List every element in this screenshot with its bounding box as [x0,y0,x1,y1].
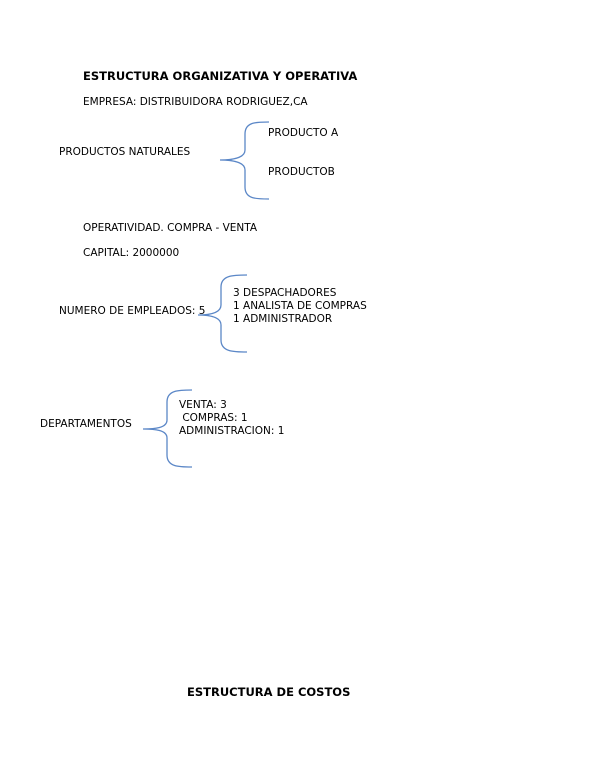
empleados-brace [197,274,248,353]
departamento-item-1: VENTA: 3 [179,399,227,411]
productos-brace [219,121,270,200]
productos-label: PRODUCTOS NATURALES [59,146,191,158]
document-title: ESTRUCTURA ORGANIZATIVA Y OPERATIVA [83,69,358,83]
operatividad-line: OPERATIVIDAD. COMPRA - VENTA [83,222,258,234]
producto-item-1: PRODUCTO A [268,127,339,139]
costos-title: ESTRUCTURA DE COSTOS [187,685,351,699]
empleado-item-3: 1 ADMINISTRADOR [233,313,333,325]
empleados-label: NUMERO DE EMPLEADOS: 5 [59,305,206,317]
departamentos-label: DEPARTAMENTOS [40,418,132,430]
empresa-line: EMPRESA: DISTRIBUIDORA RODRIGUEZ,CA [83,96,308,108]
producto-item-2: PRODUCTOB [268,166,335,178]
departamentos-brace [142,389,193,468]
empleado-item-2: 1 ANALISTA DE COMPRAS [233,300,367,312]
capital-line: CAPITAL: 2000000 [83,247,180,259]
departamento-item-2: COMPRAS: 1 [179,412,248,424]
empleado-item-1: 3 DESPACHADORES [233,287,337,299]
departamento-item-3: ADMINISTRACION: 1 [179,425,285,437]
